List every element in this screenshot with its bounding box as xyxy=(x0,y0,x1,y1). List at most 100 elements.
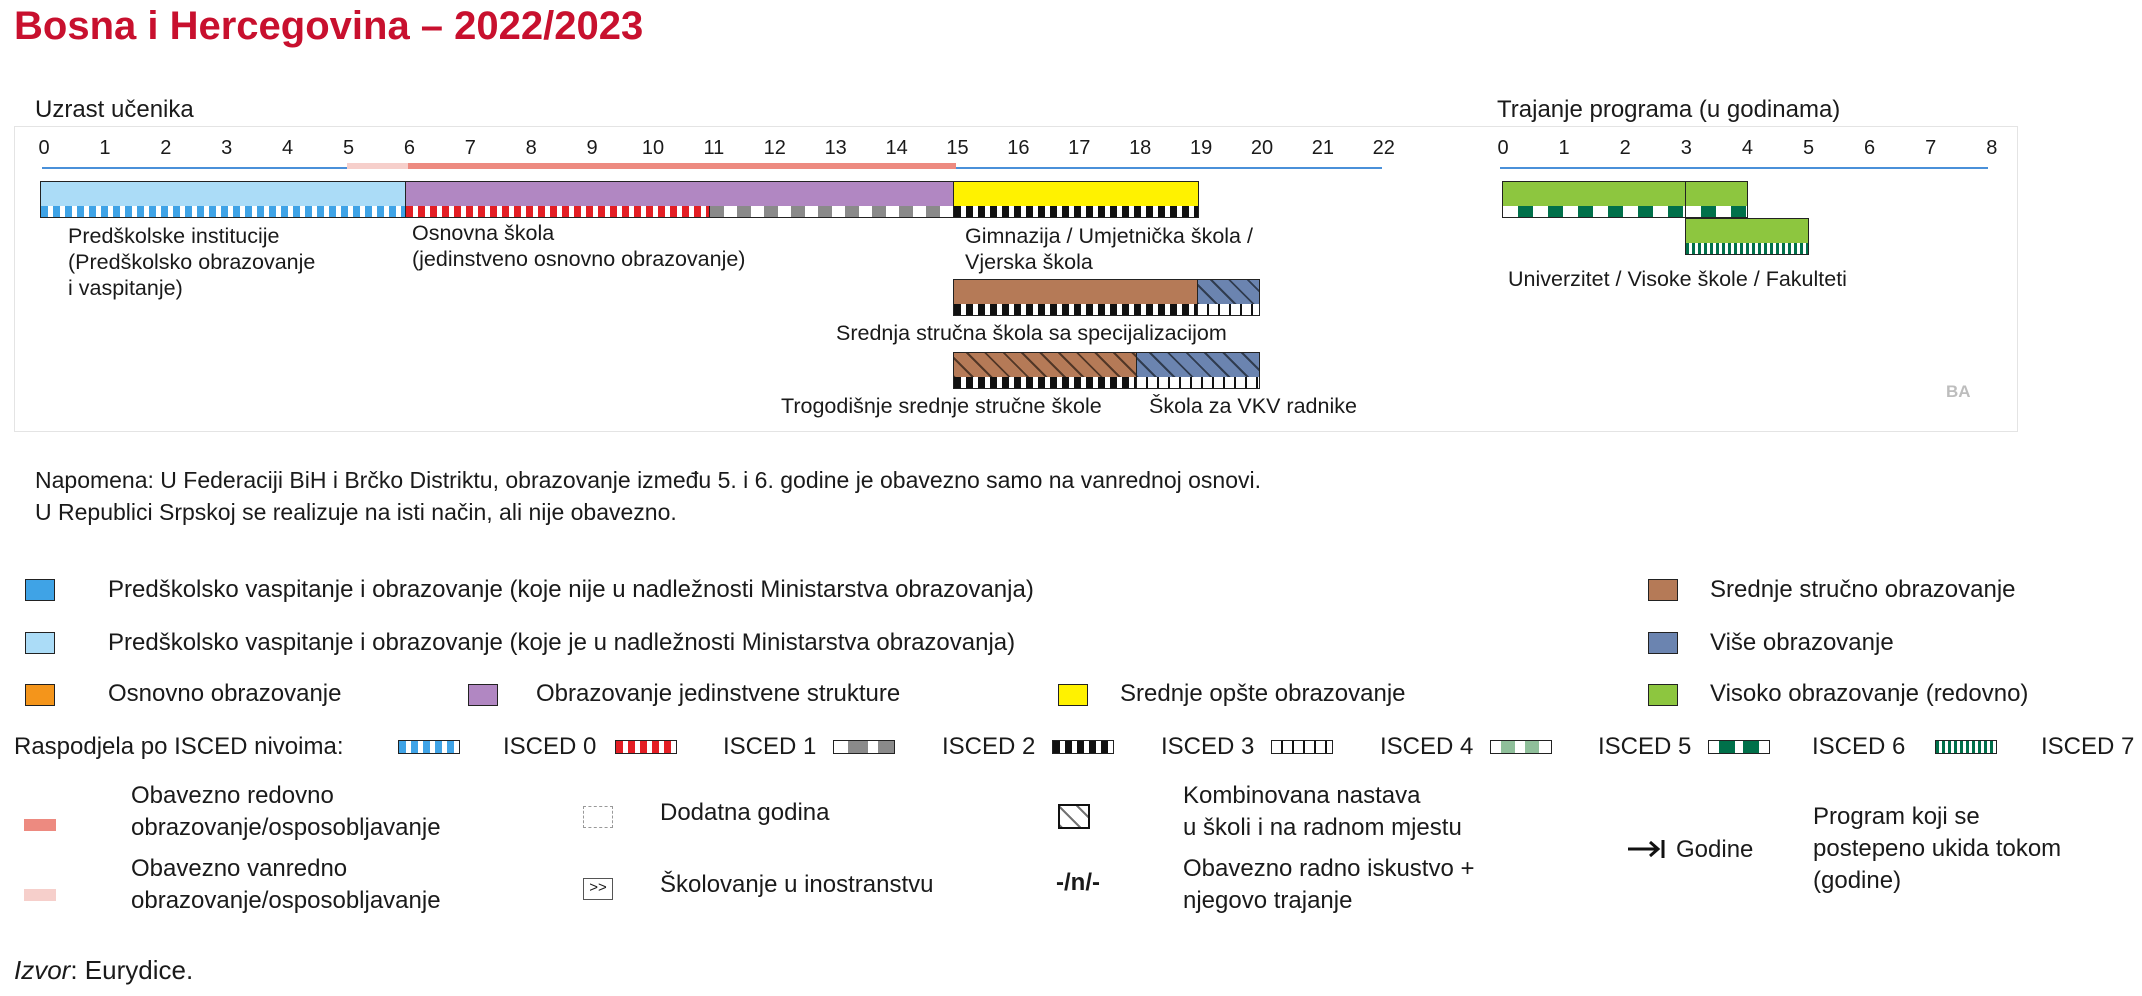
isced0-swatch xyxy=(398,740,460,754)
age-tick-label: 4 xyxy=(282,137,294,159)
general-secondary-swatch xyxy=(1058,684,1088,706)
legend-compulsory-full: Obavezno redovno obrazovanje/osposobljav… xyxy=(131,782,441,841)
isced4-label: ISCED 4 xyxy=(1380,733,1474,760)
compulsory-full-swatch xyxy=(24,819,56,831)
age-tick-label: 0 xyxy=(38,137,50,159)
vkv-school-label: Škola za VKV radnike xyxy=(1149,394,1357,418)
duration-tick-label: 6 xyxy=(1864,137,1876,159)
isced5-label: ISCED 5 xyxy=(1598,733,1692,760)
university-label: Univerzitet / Visoke škole / Fakulteti xyxy=(1508,267,1847,291)
age-tick-label: 7 xyxy=(464,137,476,159)
legend-compulsory-part: Obavezno vanredno obrazovanje/osposoblja… xyxy=(131,855,441,914)
age-tick-label: 16 xyxy=(1007,137,1030,159)
isced2-label: ISCED 2 xyxy=(942,733,1036,760)
isced1-label: ISCED 1 xyxy=(723,733,817,760)
duration-tick-label: 3 xyxy=(1680,137,1692,159)
age-tick-label: 18 xyxy=(1129,137,1152,159)
post-secondary-swatch xyxy=(1648,632,1678,654)
primary-isced2-strip xyxy=(709,206,955,218)
three-year-vocational-label: Trogodišnje srednje stručne škole xyxy=(781,394,1102,418)
isced-distribution-title: Raspodjela po ISCED nivoima: xyxy=(14,733,344,760)
isced2-swatch xyxy=(833,740,895,754)
isced4-swatch xyxy=(1271,740,1333,754)
age-tick-label: 12 xyxy=(763,137,786,159)
vocational-isced3-strip xyxy=(953,304,1199,316)
source-text: : Eurydice. xyxy=(70,955,194,985)
age-tick-label: 14 xyxy=(885,137,908,159)
gymnasium-label: Gimnazija / Umjetnička škola / Vjerska š… xyxy=(965,224,1253,274)
page-title: Bosna i Hercegovina – 2022/2023 xyxy=(14,4,644,48)
age-tick-label: 1 xyxy=(99,137,111,159)
legend-post-secondary: Više obrazovanje xyxy=(1710,629,1894,656)
work-experience-symbol: -/n/- xyxy=(1056,869,1100,896)
duration-tick-label: 7 xyxy=(1925,137,1937,159)
compulsory-full-time-bar xyxy=(408,163,956,169)
age-tick-label: 15 xyxy=(946,137,969,159)
age-tick-label: 22 xyxy=(1372,137,1395,159)
legend-ecec-non-ministry: Predškolsko vaspitanje i obrazovanje (ko… xyxy=(108,576,1034,603)
note-line-1: Napomena: U Federaciji BiH i Brčko Distr… xyxy=(35,467,1262,493)
age-tick-label: 5 xyxy=(342,137,355,159)
source-note: Izvor: Eurydice. xyxy=(14,955,193,986)
legend-higher: Visoko obrazovanje (redovno) xyxy=(1710,680,2029,707)
three-year-isced3-strip xyxy=(953,377,1138,389)
age-tick-label: 8 xyxy=(525,137,537,159)
vocational-swatch xyxy=(1648,579,1678,601)
isced7-swatch xyxy=(1935,740,1997,754)
specialization-bar xyxy=(1197,279,1260,306)
duration-tick-label: 2 xyxy=(1619,137,1631,159)
isced6-swatch xyxy=(1708,740,1770,754)
note-line-2: U Republici Srpskoj se realizuje na isti… xyxy=(35,499,677,525)
age-axis-title: Uzrast učenika xyxy=(35,96,194,123)
isced3-swatch xyxy=(1052,740,1114,754)
primary-school-label: Osnovna škola (jedinstveno osnovno obraz… xyxy=(412,221,746,271)
gymnasium-bar xyxy=(953,181,1199,208)
ecec-non-ministry-swatch xyxy=(25,579,55,601)
vocational-school-label: Srednja stručna škola sa specijalizacijo… xyxy=(836,321,1227,345)
country-code: BA xyxy=(1946,382,1971,401)
chart-frame xyxy=(14,126,2018,432)
duration-tick-label: 8 xyxy=(1986,137,1998,159)
age-tick-label: 2 xyxy=(160,137,172,159)
three-year-vocational-bar xyxy=(953,352,1138,379)
age-tick-label: 19 xyxy=(1189,137,1213,159)
combined-swatch xyxy=(1058,804,1090,829)
preschool-bar xyxy=(40,181,407,208)
age-tick-label: 10 xyxy=(641,137,665,159)
university-master-bar xyxy=(1685,218,1809,245)
vocational-school-bar xyxy=(953,279,1199,306)
vkv-school-bar xyxy=(1136,352,1260,379)
duration-tick-label: 1 xyxy=(1558,137,1570,159)
isced0-label: ISCED 0 xyxy=(503,733,597,760)
legend-vocational: Srednje stručno obrazovanje xyxy=(1710,576,2016,603)
study-abroad-symbol: >> xyxy=(583,878,613,900)
years-arrow-icon xyxy=(1628,840,1665,858)
age-tick-label: 3 xyxy=(221,137,233,159)
additional-year-swatch xyxy=(583,806,613,828)
gymnasium-isced3-strip xyxy=(953,206,1199,218)
preschool-isced0-strip xyxy=(40,206,407,218)
vkv-isced4-strip xyxy=(1136,377,1260,389)
duration-tick-label: 0 xyxy=(1497,137,1509,159)
age-tick-label: 13 xyxy=(824,137,847,159)
university-isced7-strip xyxy=(1685,243,1809,255)
compulsory-part-time-bar xyxy=(347,163,408,169)
isced7-label: ISCED 7 xyxy=(2041,733,2135,760)
legend-general-secondary: Srednje opšte obrazovanje xyxy=(1120,680,1406,707)
age-tick-label: 17 xyxy=(1068,137,1091,159)
isced5-swatch xyxy=(1490,740,1552,754)
duration-axis-title: Trajanje programa (u godinama) xyxy=(1497,96,1841,123)
source-label: Izvor xyxy=(14,955,71,985)
isced6-label: ISCED 6 xyxy=(1812,733,1906,760)
single-structure-swatch xyxy=(468,684,498,706)
age-tick-label: 6 xyxy=(403,137,415,159)
university-isced6-ext-strip xyxy=(1685,206,1748,218)
preschool-label: Predškolske institucije (Predškolsko obr… xyxy=(68,224,316,300)
age-tick-label: 11 xyxy=(703,137,725,159)
primary-swatch xyxy=(25,684,55,706)
duration-tick-label: 4 xyxy=(1741,137,1753,159)
primary-school-bar xyxy=(405,181,955,208)
age-tick-label: 21 xyxy=(1311,137,1335,159)
legend-ecec-ministry: Predškolsko vaspitanje i obrazovanje (ko… xyxy=(108,629,1016,656)
